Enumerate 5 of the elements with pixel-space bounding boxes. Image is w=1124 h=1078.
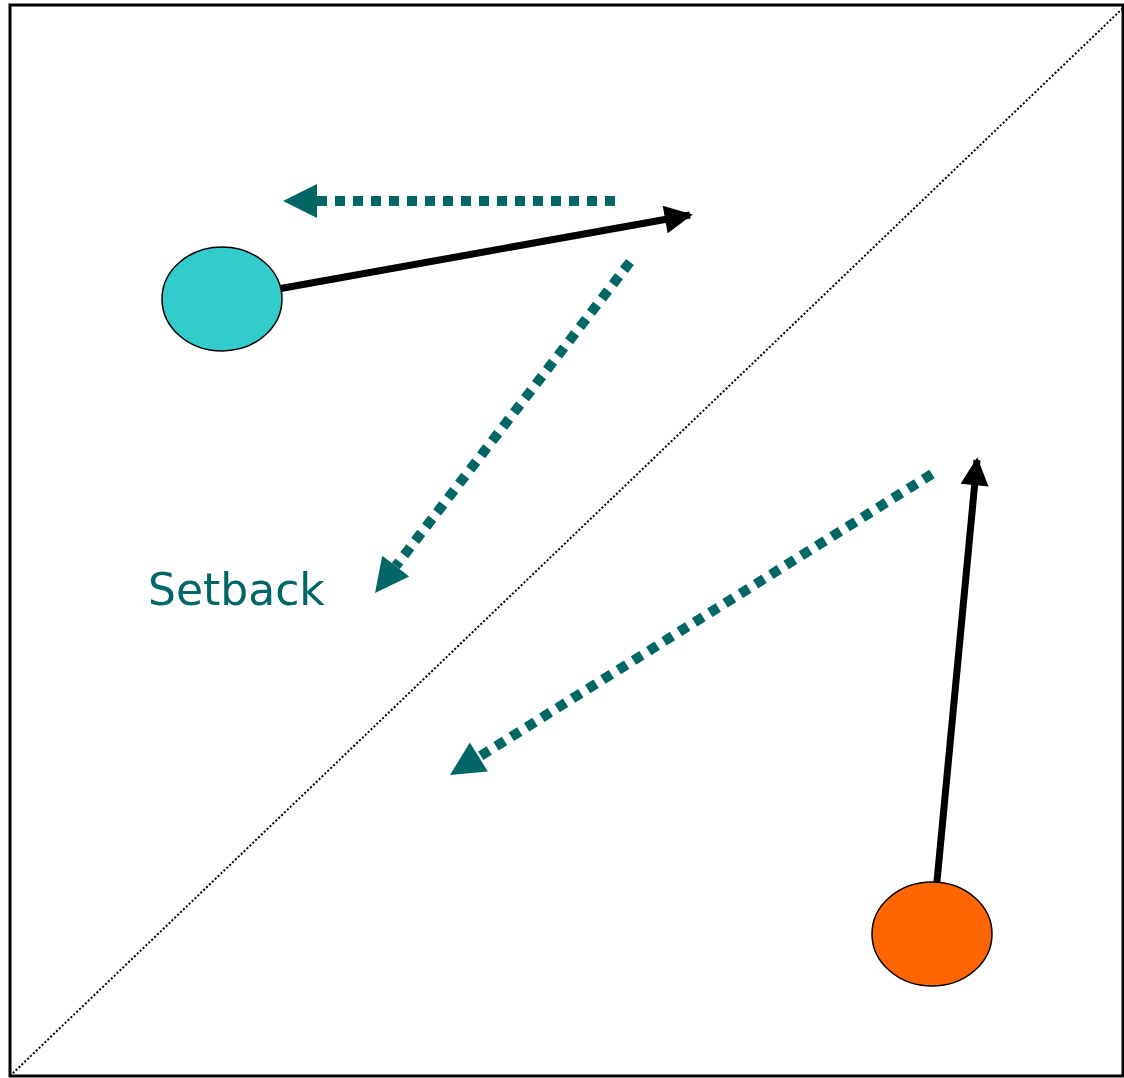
arrow [933,457,989,883]
label-text: Setback [148,568,325,612]
circle-node [871,881,993,987]
circle-node [161,246,283,352]
arrow [280,205,693,292]
